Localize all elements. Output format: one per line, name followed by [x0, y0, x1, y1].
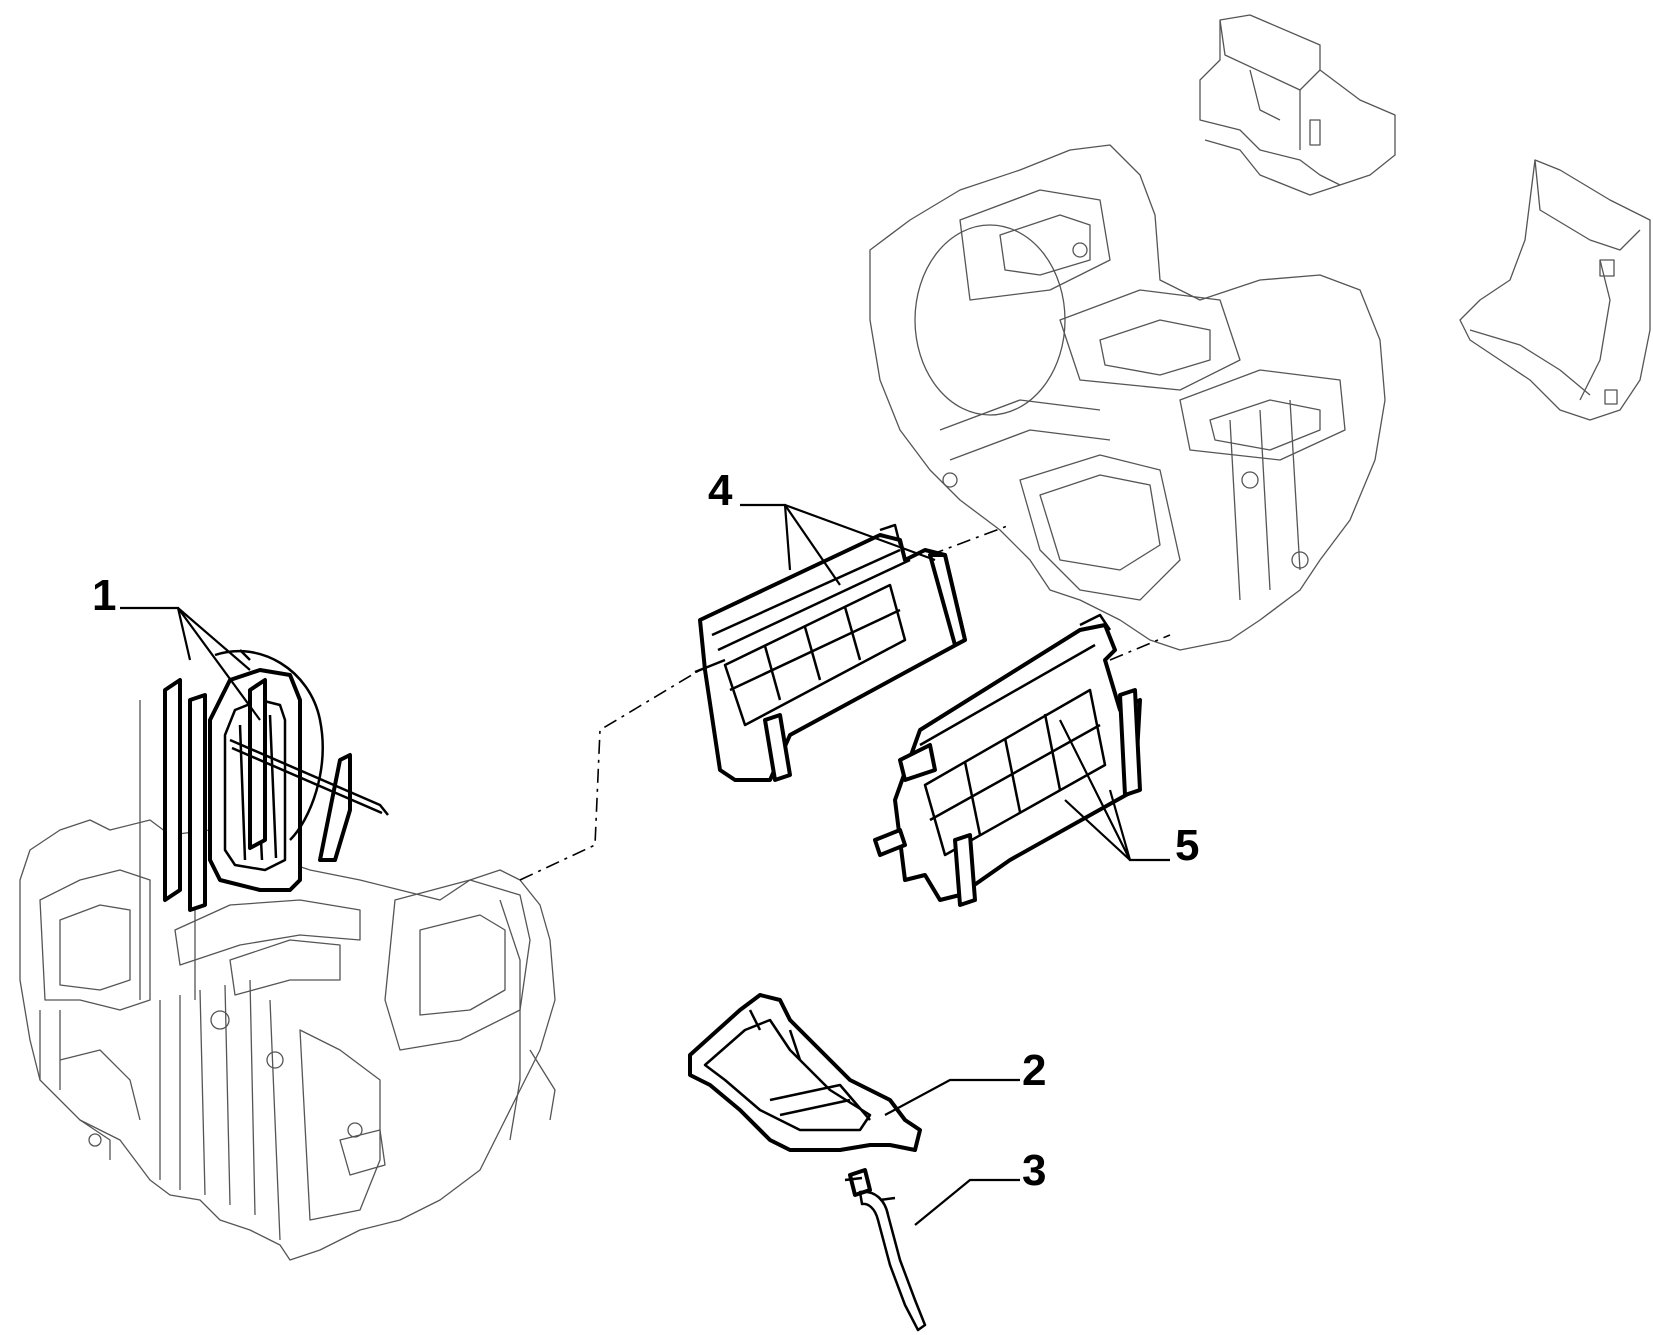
callout-2: 2 — [1022, 1046, 1046, 1095]
alignment-line-left — [519, 669, 701, 881]
callout-1: 1 — [92, 571, 116, 620]
callout-labels: 1 4 5 2 3 — [92, 466, 1199, 1195]
callout-5: 5 — [1175, 821, 1199, 870]
air-duct-side — [1459, 159, 1651, 421]
heater-housing-right — [869, 144, 1386, 651]
part-2-drain-tray — [688, 993, 922, 1152]
callout-3: 3 — [1022, 1146, 1046, 1195]
heater-housing-left — [19, 700, 556, 1261]
callout-4: 4 — [708, 466, 733, 515]
part-4-filter-frame — [694, 523, 967, 782]
leader-lines — [120, 503, 1170, 1226]
part-3-drain-hose — [844, 1168, 927, 1332]
alignment-line-right — [1109, 634, 1171, 661]
part-1-flap-frame — [163, 649, 389, 912]
part-5-filter-frame — [873, 613, 1142, 907]
air-duct-upper — [1199, 14, 1396, 196]
alignment-line-upper — [929, 524, 1011, 556]
